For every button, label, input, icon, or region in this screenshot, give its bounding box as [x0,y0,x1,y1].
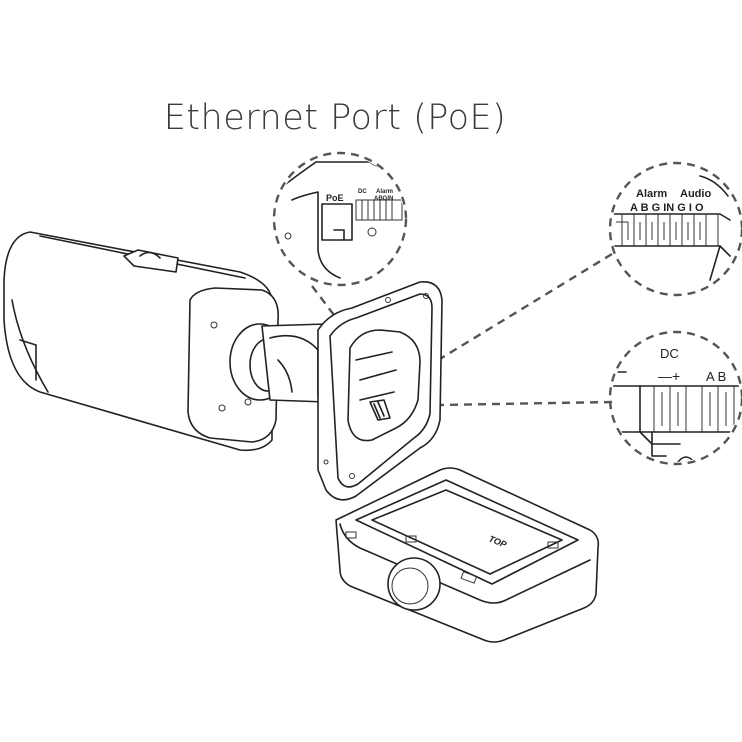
cable-gland [387,557,441,611]
mount-arm [229,323,327,403]
callout-poe: PoE DC Alarm ABGIN [272,151,408,287]
callout-alarm-label: Alarm [636,188,667,200]
callout-dc: DC —+ A B [608,330,742,466]
callout-poe-poe-label: PoE [326,193,344,203]
callout-poe-circle [272,151,408,287]
junction-box: TOP [335,467,600,643]
callout-poe-alarm-label: Alarm [376,189,393,195]
back-cover [317,281,443,501]
callout-dc-polarity: —+ [658,368,680,384]
leader-dc [439,400,613,407]
callout-dc-circle [608,330,742,466]
callout-alarm-audio: Alarm Audio A B G IN G I O [608,161,742,297]
callout-audio-label: Audio [680,188,711,200]
leader-lines [311,252,613,407]
leader-alarm-audio [429,252,613,367]
callout-poe-dc-label: DC [358,189,367,195]
callout-dc-label: DC [660,346,679,361]
callout-dc-pins: A B [706,369,726,384]
ethernet-port-label: Ethernet Port (PoE) [163,98,507,138]
callout-poe-pins-label: ABGIN [374,196,393,202]
callout-alarm-audio-circle [608,161,742,297]
callout-alarm-audio-pins: A B G IN G I O [630,202,704,214]
